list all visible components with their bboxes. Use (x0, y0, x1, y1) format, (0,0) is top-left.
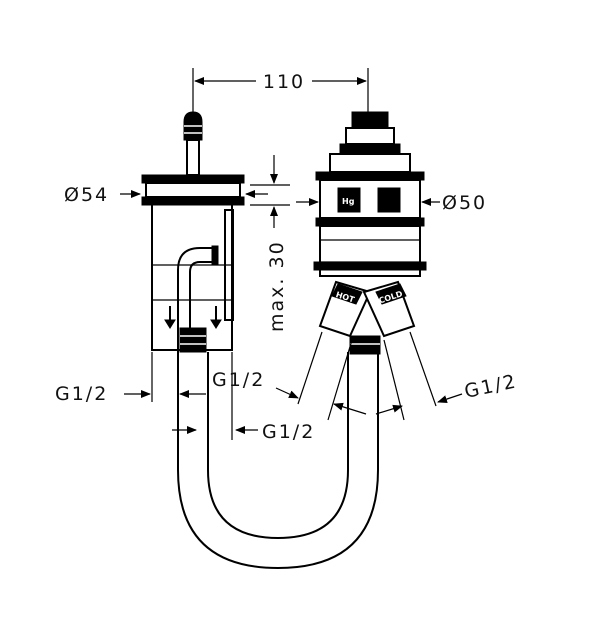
dim-d50: Ø50 (296, 192, 487, 214)
dim-g12-right: G1/2 (327, 331, 519, 421)
dim-110-text: 110 (263, 71, 305, 93)
dim-g12-right-text: G1/2 (462, 370, 519, 403)
dim-d54-text: Ø54 (64, 184, 109, 206)
left-valve-body (141, 111, 245, 353)
dim-max30-text: max. 30 (266, 240, 288, 332)
dim-g12-mid-lower: G1/2 (172, 421, 315, 443)
dim-g12-mid-upper-text: G1/2 (212, 369, 265, 391)
dim-max30: max. 30 (250, 155, 290, 332)
hg-label: Hg (342, 197, 355, 206)
dim-110: 110 (192, 68, 369, 112)
flex-hose (177, 352, 379, 570)
dim-d54: Ø54 (64, 184, 268, 206)
dim-g12-mid-upper: G1/2 (212, 331, 323, 440)
right-valve-body: Hg HOT COLD (313, 111, 427, 355)
dim-g12-mid-lower-text: G1/2 (262, 421, 315, 443)
dim-d50-text: Ø50 (442, 192, 487, 214)
dim-g12-left-text: G1/2 (55, 383, 108, 405)
dim-g12-left: G1/2 (55, 352, 206, 405)
